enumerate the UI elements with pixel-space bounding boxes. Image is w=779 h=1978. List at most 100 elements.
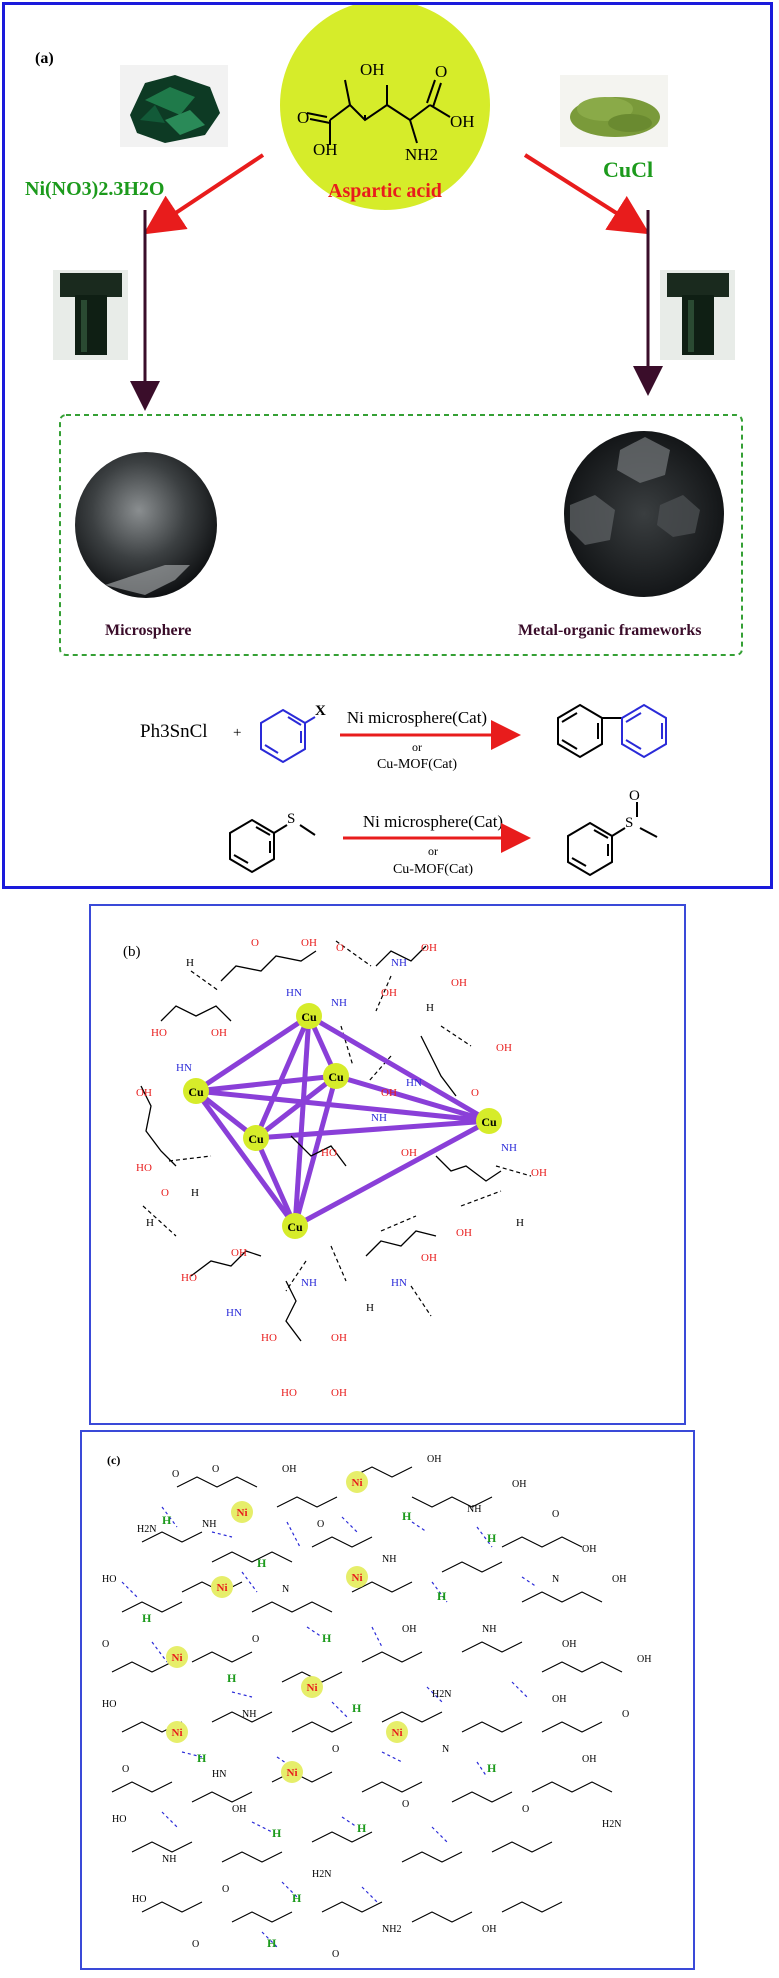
svg-text:NH: NH [482,1624,496,1635]
ni-node-label: Ni [217,1582,228,1594]
cu-node-label: Cu [301,1010,317,1024]
reaction2-cond-top: Ni microsphere(Cat) [363,812,503,831]
autoclave-right-photo [660,270,735,360]
hbond-h-label: H [162,1513,172,1527]
svg-text:H: H [191,1187,199,1199]
red-arrow-right [523,153,650,235]
reaction2-cond-bottom: Cu-MOF(Cat) [393,862,473,877]
svg-text:HO: HO [151,1027,167,1039]
panel-b-hbonds [142,940,532,1317]
structure-nh2: NH2 [405,145,438,164]
svg-text:O: O [402,1799,409,1810]
svg-text:OH: OH [232,1804,246,1815]
ni-node-label: Ni [237,1507,248,1519]
panel-c-ni-nodes [166,1471,408,1783]
structure-o-left: O [297,108,309,127]
svg-text:OH: OH [231,1247,247,1259]
svg-text:HN: HN [286,987,302,999]
panel-b-cu-nodes [183,1003,502,1239]
panel-b-cu-cage [193,1013,491,1229]
svg-text:HO: HO [281,1387,297,1399]
sulfoxide-product [567,802,658,877]
ni-node-label: Ni [287,1767,298,1779]
hbond-h-label: H [402,1509,412,1523]
svg-text:OH: OH [421,942,437,954]
svg-text:HN: HN [226,1307,242,1319]
svg-text:O: O [172,1469,179,1480]
ni-node-label: Ni [392,1727,403,1739]
svg-text:H2N: H2N [602,1819,621,1830]
svg-text:O: O [122,1764,129,1775]
svg-text:OH: OH [562,1639,576,1650]
hbond-h-label: H [272,1826,282,1840]
reaction1-reactant: Ph3SnCl [140,721,208,742]
mof-label: Metal-organic frameworks [518,622,702,639]
microsphere-label: Microsphere [105,622,192,639]
microsphere-sem-image [75,452,217,598]
svg-text:O: O [317,1519,324,1530]
panel-c-label: (c) [107,1453,120,1467]
svg-text:OH: OH [421,1252,437,1264]
svg-text:NH: NH [331,997,347,1009]
svg-text:H: H [516,1217,524,1229]
products-dashed-box [59,414,743,656]
reaction1-plus: + [233,725,241,741]
hbond-h-label: H [197,1751,207,1765]
svg-text:NH: NH [242,1709,256,1720]
ni-node-label: Ni [172,1727,183,1739]
svg-text:OH: OH [512,1479,526,1490]
svg-text:NH: NH [467,1504,481,1515]
hbond-h-label: H [227,1671,237,1685]
panel-c: (c) [80,1430,695,1970]
svg-text:OH: OH [401,1147,417,1159]
ni-microsphere-structure: (c) [102,1453,651,1960]
svg-text:HO: HO [321,1147,337,1159]
hbond-h-label: H [267,1936,277,1950]
svg-text:O: O [251,937,259,949]
svg-text:O: O [192,1939,199,1950]
panel-a-figure: (a) Ni(NO3)2.3H2O CuCl [25,0,743,877]
panel-a: (a) Ni(NO3)2.3H2O CuCl [2,0,773,889]
svg-text:NH: NH [501,1142,517,1154]
ni-node-label: Ni [352,1572,363,1584]
structure-oh-top: OH [360,60,385,79]
svg-text:NH: NH [301,1277,317,1289]
reagent-left-label: Ni(NO3)2.3H2O [25,178,164,200]
panel-b-label: (b) [123,944,141,960]
svg-text:NH: NH [391,957,407,969]
reaction2-substituent-s: S [287,811,295,827]
panel-b: (b) [89,904,686,1425]
cu-node-label: Cu [188,1085,204,1099]
svg-text:OH: OH [552,1694,566,1705]
hbond-h-label: H [487,1531,497,1545]
autoclave-left-photo [53,270,128,360]
svg-text:OH: OH [211,1027,227,1039]
biphenyl-product [557,703,667,759]
reaction2-product-s: S [625,815,633,831]
svg-text:OH: OH [282,1464,296,1475]
reaction2-product-o: O [629,788,640,804]
svg-text:O: O [222,1884,229,1895]
ni-node-label: Ni [172,1652,183,1664]
svg-text:O: O [252,1634,259,1645]
svg-text:H: H [186,957,194,969]
svg-text:HN: HN [406,1077,422,1089]
structure-oh-left: OH [313,140,338,159]
svg-text:O: O [332,1949,339,1960]
svg-text:O: O [522,1804,529,1815]
svg-text:H2N: H2N [312,1869,331,1880]
svg-text:NH: NH [162,1854,176,1865]
svg-text:OH: OH [482,1924,496,1935]
svg-text:N: N [442,1744,449,1755]
reaction1-cond-bottom: Cu-MOF(Cat) [377,757,457,772]
panel-a-label: (a) [35,50,54,67]
svg-text:NH: NH [382,1554,396,1565]
svg-text:OH: OH [136,1087,152,1099]
svg-text:O: O [332,1744,339,1755]
svg-text:HO: HO [261,1332,277,1344]
svg-text:O: O [161,1187,169,1199]
svg-text:OH: OH [582,1754,596,1765]
svg-text:OH: OH [496,1042,512,1054]
cu-node-label: Cu [328,1070,344,1084]
panel-c-ligand-bonds [111,1466,623,1923]
